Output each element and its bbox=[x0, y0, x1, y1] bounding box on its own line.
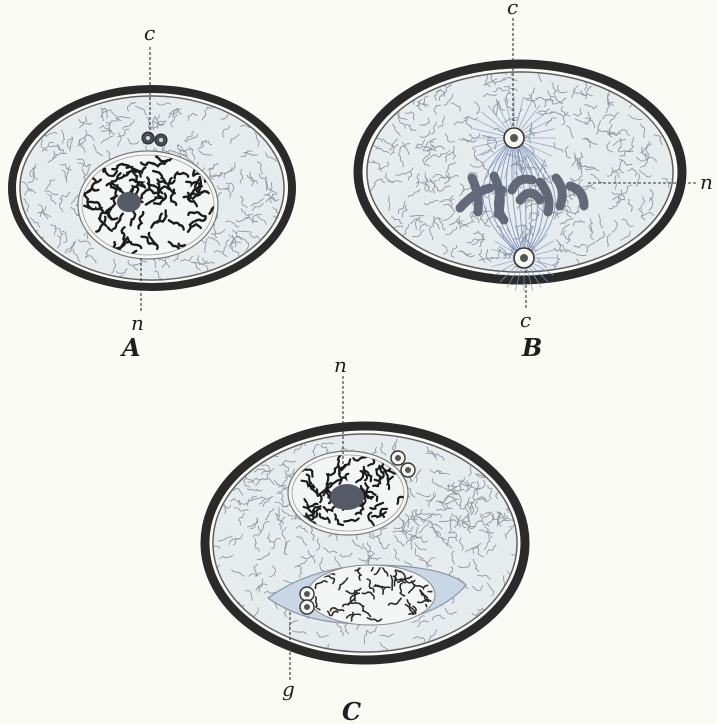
label-a-bottom: n bbox=[131, 311, 144, 335]
figure-label-a: A bbox=[120, 333, 141, 362]
panel-c: n g C bbox=[205, 353, 525, 724]
label-b-bottom: c bbox=[520, 308, 531, 332]
cell-b-centrosome-bottom bbox=[514, 248, 534, 268]
cell-c-nucleolus bbox=[330, 484, 364, 510]
label-b-right: n bbox=[700, 170, 713, 194]
label-c-bottom: g bbox=[282, 677, 295, 701]
label-b-top: c bbox=[507, 0, 518, 19]
figure-label-b: B bbox=[521, 333, 542, 362]
label-c-top: n bbox=[334, 353, 347, 377]
cell-b-centrosome-top bbox=[504, 128, 524, 148]
panel-b: c n c B bbox=[358, 0, 713, 362]
cell-a-nucleolus bbox=[117, 192, 141, 212]
figure-label-c: C bbox=[342, 697, 361, 724]
label-a-top: c bbox=[144, 21, 155, 45]
panel-a: c n A bbox=[10, 21, 300, 362]
